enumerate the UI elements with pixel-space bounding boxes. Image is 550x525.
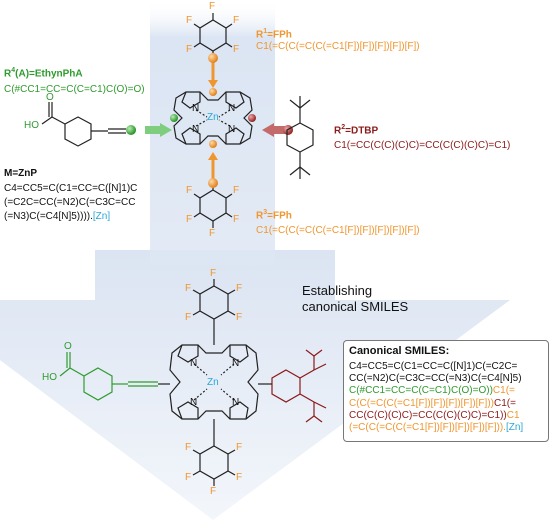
- atom-n-bottom-1: N: [190, 358, 198, 369]
- atom-ho-top: HO: [24, 120, 39, 131]
- canonical-line-2: CC(=N2)C(=C3C=CC(=N3)C(=C4[N]5): [349, 373, 547, 385]
- atom-n-top-3: N: [192, 124, 200, 135]
- atom-f-r1-4: F: [186, 15, 193, 26]
- r1-smiles: C1(=C(C(=C(C(=C1[F])[F])[F])[F])[F]): [256, 41, 420, 52]
- r3-smiles: C1(=C(C(=C(C(=C1[F])[F])[F])[F])[F]): [256, 225, 420, 236]
- m-zn-tag: [Zn]: [92, 211, 111, 222]
- canonical-smiles-box: Canonical SMILES: C4=CC5=C(C1=CC=C([N]1)…: [343, 340, 549, 442]
- canonical-line-6: (=C(C(=C(C(=C1[F])[F])[F])[F])[F])).[Zn]: [349, 422, 547, 434]
- r4-smiles: C(#CC1=CC=C(C=C1)C(O)=O): [4, 84, 145, 95]
- atom-f-r3-2: F: [233, 214, 240, 225]
- atom-f-b2-2: F: [236, 472, 243, 483]
- canonical-segment: C(#CC1=CC=C(C=C1)C(O)=O)): [349, 385, 493, 397]
- r4-label: R4(A)=EthynPhA: [4, 67, 83, 80]
- core-ball-top: [209, 88, 217, 96]
- bottom-porphyrin: [169, 344, 259, 420]
- m-smiles-line-1: C4=CC5=C(C1=CC=C([N]1)C: [4, 183, 138, 194]
- atom-f-b1-1: F: [210, 268, 217, 279]
- atom-f-r3-3: F: [186, 185, 193, 196]
- arrow-text-line-2: canonical SMILES: [302, 299, 409, 314]
- canonical-line-4: C(C(=C(C(=C1[F])[F])[F])[F])[F]))C1(=: [349, 398, 547, 410]
- core-ball-bottom: [209, 140, 217, 148]
- atom-f-b2-1: F: [236, 442, 243, 453]
- top-dtbp-r2: [286, 96, 314, 179]
- r4-ball: [126, 125, 136, 135]
- atom-zn-bottom: Zn: [207, 377, 219, 388]
- background-column: [150, 0, 275, 250]
- atom-f-b1-5: F: [185, 312, 192, 323]
- atom-f-r1-1: F: [209, 1, 216, 12]
- atom-f-r1-3: F: [233, 44, 240, 55]
- canonical-segment: C1: [506, 409, 520, 421]
- canonical-smiles-title: Canonical SMILES:: [349, 345, 450, 357]
- r2-label: R2=DTBP: [334, 124, 379, 137]
- canonical-segment: C1(=: [493, 397, 516, 409]
- canonical-segment: CC(=N2)C(=C3C=CC(=N3)C(=C4[N]5): [349, 373, 522, 385]
- atom-zn-top: Zn: [207, 112, 219, 123]
- atom-n-top-4: N: [228, 124, 236, 135]
- bottom-dtbp: [258, 349, 327, 423]
- canonical-line-5: CC(C(C)(C)C)=CC(C(C)(C)C)=C1))C1: [349, 410, 547, 422]
- atom-f-r1-2: F: [233, 15, 240, 26]
- atom-f-b1-2: F: [236, 283, 243, 294]
- atom-n-bottom-3: N: [190, 397, 198, 408]
- atom-f-r1-5: F: [186, 44, 193, 55]
- canonical-smiles-body: C4=CC5=C(C1=CC=C([N]1)C(=C2C=CC(=N2)C(=C…: [349, 361, 547, 434]
- canonical-segment: (=C(C(=C(C(=C1[F])[F])[F])[F])[F])).: [349, 421, 506, 433]
- m-smiles-line-3-text: (=N3)C(=C4[N]5)))).: [4, 211, 93, 222]
- core-ball-left: [170, 114, 178, 122]
- top-fph-r3: [193, 183, 233, 228]
- m-smiles-line-3: (=N3)C(=C4[N]5)))).[Zn]: [4, 211, 110, 223]
- arrow-text-line-1: Establishing: [302, 283, 373, 298]
- r3-ball: [208, 178, 218, 188]
- atom-n-top-2: N: [228, 103, 236, 114]
- canonical-line-3: C(#CC1=CC=C(C=C1)C(O)=O))C1(=: [349, 385, 547, 397]
- core-ball-right: [248, 114, 256, 122]
- atom-f-r3-5: F: [209, 228, 216, 239]
- m-label: M=ZnP: [4, 168, 38, 179]
- atom-f-r3-4: F: [186, 214, 193, 225]
- canonical-segment: [Zn]: [505, 421, 524, 433]
- atom-n-bottom-4: N: [232, 397, 240, 408]
- canonical-segment: CC(C(C)(C)C)=CC(C(C)(C)C)=C1)): [349, 409, 507, 421]
- process-arrow: [0, 250, 510, 520]
- r2-smiles: C1(=CC(C(C)(C)C)=CC(C(C)(C)C)=C1): [334, 140, 511, 151]
- m-smiles-line-2: (=C2C=CC(=N2)C(=C3C=CC: [4, 197, 136, 208]
- bottom-ethynpha: [59, 352, 170, 401]
- r1-label: R1=FPh: [256, 28, 292, 41]
- canonical-segment: C4=CC5=C(C1=CC=C([N]1)C(=C2C=: [349, 361, 518, 372]
- atom-f-b2-5: F: [210, 486, 217, 497]
- bottom-fph-top: [192, 279, 236, 345]
- atom-o-top: O: [46, 92, 54, 103]
- atom-f-b2-4: F: [185, 472, 192, 483]
- atom-o-bottom: O: [64, 341, 72, 352]
- atom-n-bottom-2: N: [232, 358, 240, 369]
- atom-f-b1-4: F: [185, 283, 192, 294]
- atom-f-b1-3: F: [236, 312, 243, 323]
- top-ethynpha-r4: [41, 102, 126, 147]
- top-porphyrin: [173, 91, 253, 145]
- canonical-segment: C1(=: [492, 385, 515, 397]
- atom-f-b2-3: F: [185, 442, 192, 453]
- atom-ho-bottom: HO: [42, 372, 57, 383]
- canonical-line-1: C4=CC5=C(C1=CC=C([N]1)C(=C2C=: [349, 361, 547, 373]
- canonical-segment: C(C(=C(C(=C1[F])[F])[F])[F])[F])): [349, 397, 494, 409]
- atom-n-top-1: N: [192, 103, 200, 114]
- atom-f-r3-1: F: [233, 185, 240, 196]
- r3-label: R3=FPh: [256, 209, 292, 222]
- r1-ball: [208, 53, 218, 63]
- bottom-fph-bottom: [192, 419, 236, 486]
